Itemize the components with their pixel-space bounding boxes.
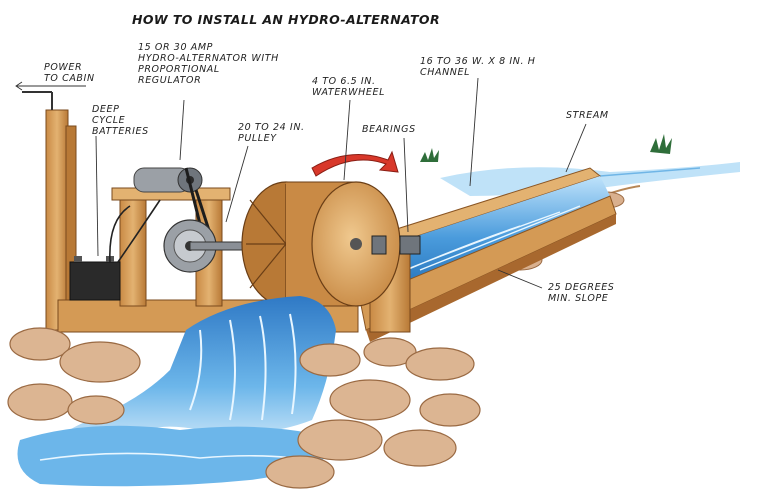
label-alternator-line4: REGULATOR <box>138 75 202 86</box>
label-power-line1: POWER <box>44 62 83 73</box>
diagram-title: HOW TO INSTALL AN HYDRO-ALTERNATOR <box>132 12 440 27</box>
waterfall <box>17 296 340 487</box>
leader-lines <box>15 77 587 289</box>
label-waterwheel-line1: 4 TO 6.5 IN. <box>312 76 376 87</box>
label-alternator-line1: 15 OR 30 AMP <box>138 42 213 53</box>
label-batteries-line1: DEEP <box>92 104 120 115</box>
label-pulley-line2: PULLEY <box>238 133 277 144</box>
waterwheel <box>241 181 401 307</box>
label-bearings: BEARINGS <box>362 124 416 135</box>
label-alternator-line3: PROPORTIONAL <box>138 64 220 75</box>
batteries <box>69 256 121 301</box>
label-slope-line2: MIN. SLOPE <box>548 293 609 304</box>
rocks <box>7 327 481 489</box>
label-batteries-line2: CYCLE <box>92 115 126 126</box>
label-channel-line1: 16 TO 36 W. X 8 IN. H <box>420 56 536 67</box>
bearing <box>371 235 421 255</box>
label-alternator-line2: HYDRO-ALTERNATOR WITH <box>138 53 279 64</box>
label-batteries-line3: BATTERIES <box>92 126 149 137</box>
label-waterwheel-line2: WATERWHEEL <box>312 87 385 98</box>
label-power-line2: TO CABIN <box>44 73 95 84</box>
label-channel-line2: CHANNEL <box>420 67 470 78</box>
wooden-frame <box>45 109 411 333</box>
label-pulley-line1: 20 TO 24 IN. <box>238 122 305 133</box>
label-stream: STREAM <box>566 110 609 121</box>
wiring <box>22 91 161 263</box>
label-slope-line1: 25 DEGREES <box>548 282 615 293</box>
rotation-arrow <box>311 150 399 177</box>
